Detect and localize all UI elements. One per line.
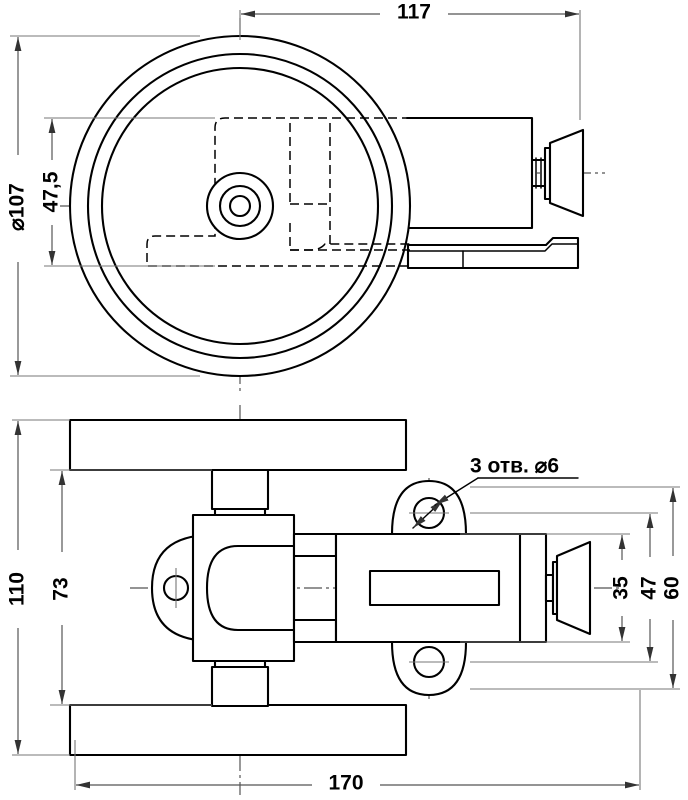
dimension-47: 47 <box>470 512 661 663</box>
plan-mounting-plate <box>390 479 468 697</box>
dimension-117: 117 <box>239 1 581 120</box>
plan-view-group: 3 отв. ⌀6 110 73 35 <box>6 405 684 795</box>
upper-stub-rect <box>210 468 270 511</box>
dim47-label: 47 <box>638 576 661 599</box>
plan-lower-tread <box>68 703 408 757</box>
lower-stub-rect <box>210 665 270 708</box>
wheel-hub <box>205 171 275 241</box>
upper-tread-rect <box>68 418 408 472</box>
dimension-diameter-107: ⌀107 <box>6 35 200 377</box>
holes-callout-group: 3 отв. ⌀6 <box>434 455 579 506</box>
dimension-73: 73 <box>50 469 212 706</box>
wheel-middle-circle <box>86 52 394 360</box>
side-view-group: 117 ⌀107 47,5 <box>6 1 605 395</box>
lower-tread-rect <box>68 703 408 757</box>
dim35-label: 35 <box>610 576 633 600</box>
connector-block-bottom <box>292 618 338 644</box>
plan-connector-blocks <box>292 532 338 644</box>
body-slot-rect <box>368 569 501 607</box>
conical-knob <box>548 128 585 218</box>
dim60-label: 60 <box>661 576 684 599</box>
base-plate-outline <box>406 236 580 270</box>
hidden-fork-profile <box>146 117 413 267</box>
dimension-60: 60 <box>470 486 684 690</box>
side-view-base-plate <box>406 236 580 270</box>
dimension-35: 35 <box>460 533 633 643</box>
holes-callout-leader <box>434 477 479 506</box>
hidden-bracket-outline <box>146 117 413 267</box>
dim110-label: 110 <box>6 572 29 606</box>
plan-main-body <box>334 532 548 644</box>
plan-upper-axle-stub <box>210 468 270 517</box>
base-plate-edge-line <box>407 243 579 252</box>
dim475-label: 47,5 <box>40 171 63 212</box>
dim170-label: 170 <box>328 772 363 795</box>
housing-inner-arc <box>205 544 296 632</box>
dimension-170: 170 <box>74 690 641 795</box>
body-outline <box>405 116 534 230</box>
housing-rect <box>191 513 296 663</box>
dim107-label: ⌀107 <box>6 183 29 231</box>
dim117-label: 117 <box>397 1 431 24</box>
dimension-47-5: 47,5 <box>40 117 215 267</box>
dimension-110: 110 <box>6 419 70 756</box>
plan-swivel-housing <box>191 513 296 663</box>
conical-knob-plan <box>555 540 592 636</box>
wheel-inner-circle <box>100 66 380 346</box>
holes-callout-label: 3 отв. ⌀6 <box>470 455 559 478</box>
side-view-body <box>405 116 585 230</box>
dim73-label: 73 <box>50 577 73 600</box>
hub-bore-circle <box>228 194 252 218</box>
plan-lower-axle-stub <box>210 659 270 708</box>
plan-upper-tread <box>68 418 408 472</box>
plan-knob <box>544 540 592 636</box>
connector-block-top <box>292 532 338 558</box>
